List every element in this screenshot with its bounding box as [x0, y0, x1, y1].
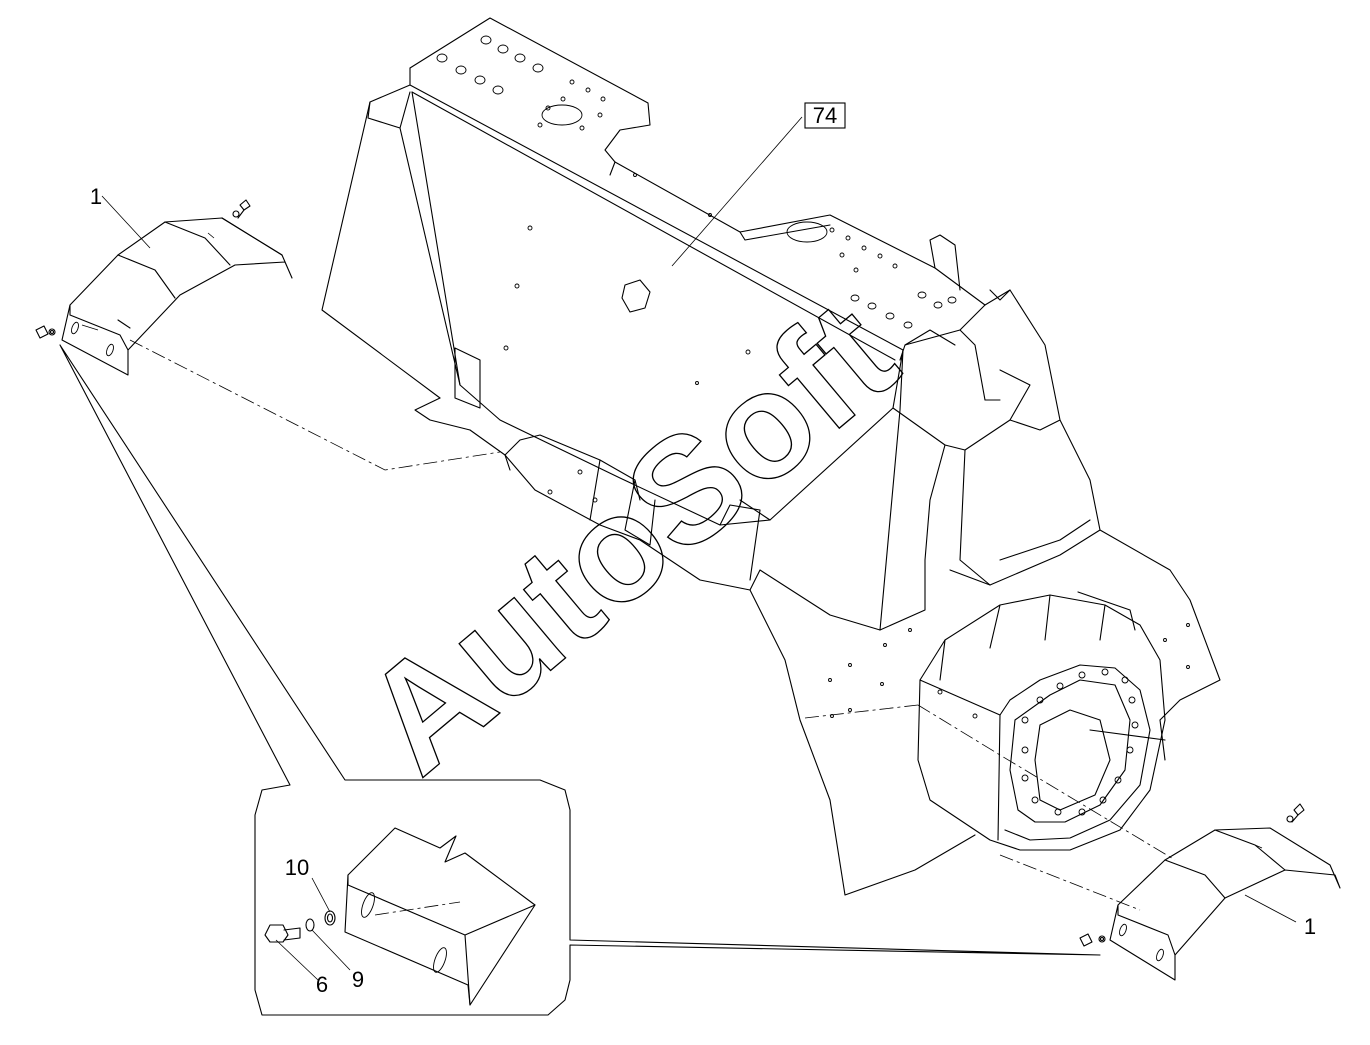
callout-1-right: 1 — [1304, 914, 1316, 939]
callout-74: 74 — [813, 103, 837, 128]
watermark: AutoSoft — [332, 268, 926, 805]
callout-1-left: 1 — [90, 184, 102, 209]
callouts: 74 1 1 10 6 9 — [90, 102, 1316, 997]
watermark-text: AutoSoft — [333, 269, 926, 805]
assembly-centerlines — [129, 339, 1176, 911]
left-hardware — [35, 199, 251, 339]
main-frame — [321, 17, 1221, 896]
frame-holes — [436, 35, 1190, 718]
leader-lines — [101, 116, 1297, 923]
wheel-hub-drum — [917, 591, 1166, 851]
callout-6: 6 — [316, 972, 328, 997]
cover-left — [61, 217, 293, 376]
callout-10: 10 — [285, 855, 309, 880]
callout-74-box — [804, 102, 846, 129]
detail-bubble — [59, 344, 1101, 1016]
right-hardware — [1079, 803, 1305, 947]
callout-9: 9 — [352, 967, 364, 992]
cover-right — [1109, 827, 1341, 981]
